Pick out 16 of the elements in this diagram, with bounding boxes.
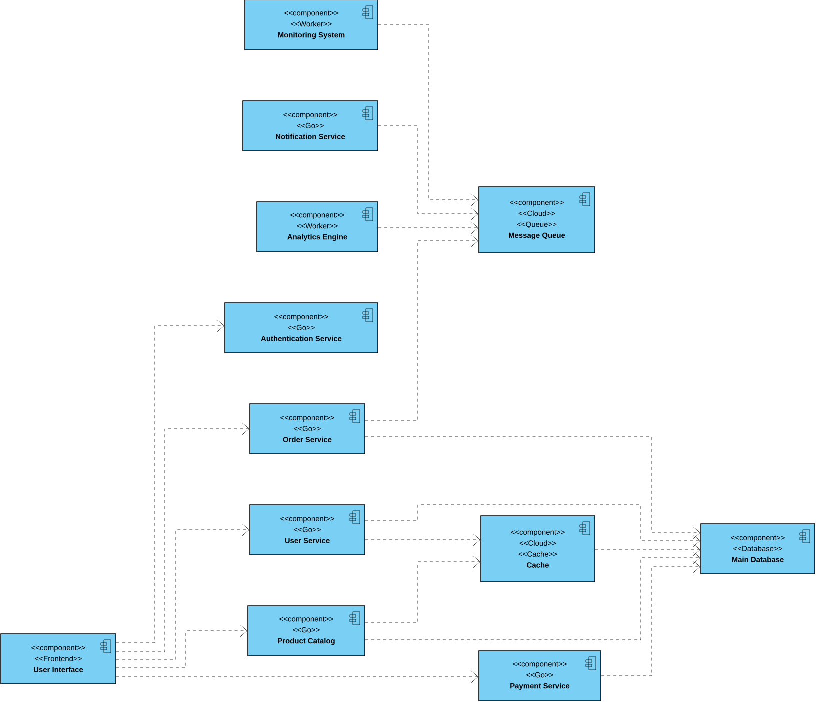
dependency-arrow <box>365 504 700 548</box>
dependency-arrow <box>116 320 224 644</box>
dependency-arrow <box>365 534 480 546</box>
dependency-arrow <box>365 234 478 422</box>
dependency-arrow <box>116 670 478 684</box>
dependency-arrow <box>378 222 478 234</box>
dependency-arrow <box>365 436 700 540</box>
dependency-arrow <box>365 552 700 640</box>
dependency-arrow <box>116 524 250 660</box>
dependency-arrow <box>116 422 250 652</box>
dependency-arrow <box>378 24 478 206</box>
dependency-arrow <box>116 624 248 668</box>
dependency-arrow <box>378 126 478 220</box>
dependency-arrow <box>595 544 700 556</box>
dependency-arrow <box>365 556 480 624</box>
dependency-arrow <box>601 560 700 676</box>
